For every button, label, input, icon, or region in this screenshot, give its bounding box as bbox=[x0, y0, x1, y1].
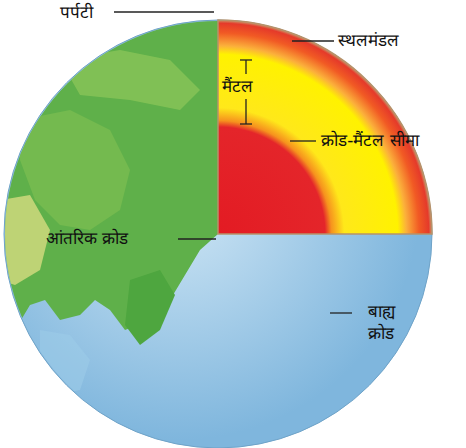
cutaway-layers bbox=[218, 20, 432, 234]
part-label: बाह्य क्रोड bbox=[354, 300, 408, 344]
leader-lines bbox=[114, 12, 352, 313]
part-label: आंतरिक क्रोड bbox=[46, 227, 176, 249]
land-mass bbox=[0, 20, 218, 395]
part-label: पर्पटी bbox=[60, 1, 114, 23]
part-label: क्रोड-मैंटल सीमा bbox=[318, 129, 422, 151]
part-label: स्थलमंडल bbox=[338, 29, 458, 51]
part-label: मैंटल bbox=[222, 75, 282, 97]
